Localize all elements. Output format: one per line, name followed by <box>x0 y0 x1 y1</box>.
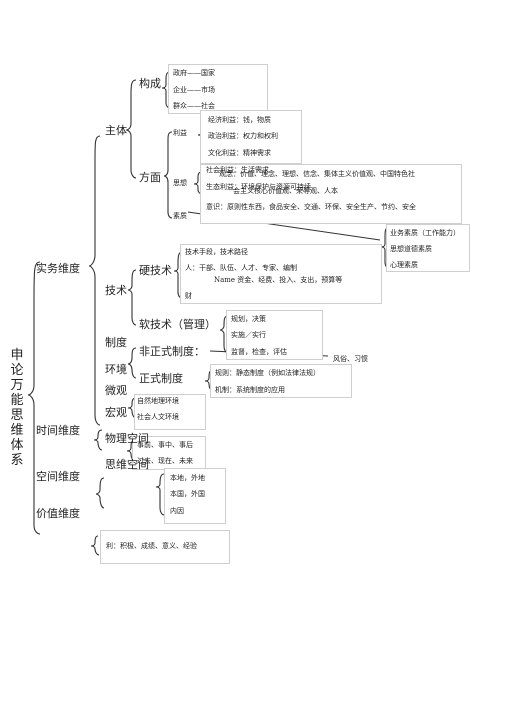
value-bracket <box>90 535 100 556</box>
thinking-space-label: 思维空间 <box>105 458 149 471</box>
subject-bracket <box>125 79 137 179</box>
space-item: 内因 <box>170 507 184 515</box>
space-item: 本国，外国 <box>170 490 205 498</box>
thought-item: 生态利益：环境保护与资源可持续 <box>206 183 311 191</box>
space-dimension: 空间维度 <box>36 470 80 483</box>
thought-item: 社会利益：生活需求 <box>206 166 269 174</box>
aspects-label: 方面 <box>139 171 161 184</box>
hard-tech-item: 技术手段，技术路径 <box>185 248 248 256</box>
micro-label: 微观 <box>105 384 127 397</box>
thought-box <box>200 164 462 224</box>
soft-tech-item: 实施／实行 <box>231 331 266 339</box>
institution-bracket <box>127 347 137 379</box>
composition-item: 群众——社会 <box>173 102 215 110</box>
thought-label: 思想 <box>173 179 187 187</box>
time-item: 过去、现在、未来 <box>137 457 193 465</box>
formal-label: 正式制度 <box>139 372 183 385</box>
soft-tech-item: 监督，检查，评估 <box>231 348 287 356</box>
composition-label: 构成 <box>139 77 161 90</box>
composition-box <box>168 64 268 114</box>
interest-item: 政治利益：权力和权利 <box>208 132 278 140</box>
technology-label: 技术 <box>105 284 127 297</box>
root-bracket <box>27 261 41 535</box>
soft-tech-box <box>226 310 323 360</box>
institution-label: 制度 <box>105 336 127 349</box>
practice-bracket <box>88 135 101 426</box>
time-items-bracket <box>126 439 136 462</box>
environment-item: 自然地理环境 <box>137 397 179 405</box>
formal-item: 规则：静态制度（例如法律法规） <box>215 369 320 377</box>
formal-item: 机制：系统制度的应用 <box>215 386 285 394</box>
space-items-bracket <box>155 473 165 516</box>
interest-box <box>200 110 302 164</box>
thought-item: 观念：价值、理念、理想、信念、集体主义价值观、中国特色社 <box>219 170 415 178</box>
informal-note: 风俗、习惯 <box>333 355 368 363</box>
composition-bracket <box>161 71 171 109</box>
thought-item: 会主义核心价值观、荣辱观、人本 <box>233 187 338 195</box>
value-item: 利：积极、成绩、意义、经验 <box>106 542 197 550</box>
hard-tech-item: 财 <box>185 292 192 300</box>
environment-box <box>134 394 206 430</box>
time-item: 事前、事中、事后 <box>137 441 193 449</box>
environment-item: 社会人文环境 <box>137 413 179 421</box>
informal-label: 非正式制度： <box>139 345 205 358</box>
composition-item: 政府——国家 <box>173 69 215 77</box>
quality-item: 思想道德素质 <box>390 245 432 253</box>
aspects-bracket <box>163 131 173 219</box>
hard-tech-item: 人：干部、队伍、人才、专家、编制 <box>185 264 297 272</box>
hard-tech-label: 硬技术 <box>139 264 172 277</box>
interest-item: 文化利益：精神需求 <box>208 149 271 157</box>
space-item: 本地，外地 <box>170 474 205 482</box>
space-items-box <box>164 468 226 524</box>
hard-tech-item: Name 资金、经费、投入、支出，预算等 <box>214 276 343 284</box>
quality-item: 业务素质（工作能力） <box>390 229 460 237</box>
soft-tech-item: 规划，决策 <box>231 315 266 323</box>
space-bracket <box>95 477 105 509</box>
thought-item: 意识：原则性东西，食品安全、交通、环保、安全生产、节约、安全 <box>206 203 416 211</box>
soft-tech-label: 软技术（管理） <box>139 318 216 331</box>
composition-item: 企业——市场 <box>173 86 215 94</box>
time-bracket <box>93 429 103 451</box>
macro-label: 宏观 <box>105 406 127 419</box>
quality-label: 素质 <box>173 212 187 220</box>
interest-item: 经济利益：钱，物质 <box>208 116 271 124</box>
formal-box <box>210 364 352 398</box>
interest-label: 利益 <box>173 129 187 137</box>
root-title: 申论万能思维体系 <box>10 348 24 468</box>
environment-label: 环境 <box>105 363 127 376</box>
value-box <box>100 530 230 564</box>
quality-item: 心理素质 <box>390 261 418 269</box>
environment-bracket <box>127 397 137 419</box>
physical-space-label: 物理空间 <box>105 432 149 445</box>
soft-tech-bracket <box>219 315 229 354</box>
hard-tech-bracket <box>173 251 183 299</box>
time-dimension: 时间维度 <box>36 424 80 437</box>
subject-label: 主体 <box>105 124 127 137</box>
value-dimension: 价值维度 <box>36 507 80 520</box>
formal-bracket <box>204 369 214 392</box>
thought-bracket <box>193 171 203 195</box>
practice-dimension: 实务维度 <box>36 262 80 275</box>
hard-tech-box <box>180 244 382 304</box>
technology-bracket <box>127 269 137 326</box>
quality-box <box>386 224 470 272</box>
